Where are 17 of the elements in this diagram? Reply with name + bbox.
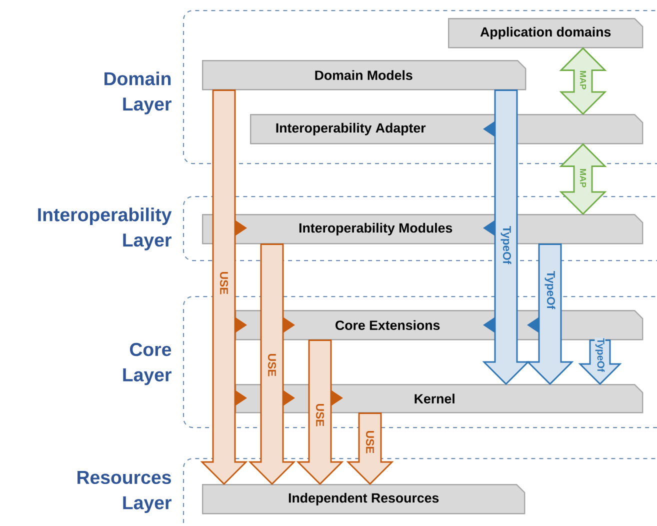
layer-label: Interoperability Layer: [38, 208, 172, 250]
layer-label: Core Layer: [123, 342, 172, 386]
block-arrow: [346, 412, 394, 486]
component-bar: Independent Resources: [202, 484, 526, 514]
block-arrow: [559, 143, 607, 216]
block-arrow: [248, 243, 296, 486]
block-arrow: [482, 89, 530, 386]
block-arrow: [559, 47, 607, 116]
component-bar: Interoperability Adapter: [250, 114, 644, 144]
layer-label: Domain Layer: [104, 72, 172, 114]
component-bar: Application domains: [448, 18, 644, 48]
layer-label: Resources Layer: [78, 470, 172, 514]
block-arrow: [200, 89, 248, 486]
component-bar: Domain Models: [202, 60, 526, 90]
edge-label: TypeOf: [594, 337, 606, 373]
edge-label: TypeOf: [544, 270, 556, 310]
block-arrow: [296, 339, 344, 486]
